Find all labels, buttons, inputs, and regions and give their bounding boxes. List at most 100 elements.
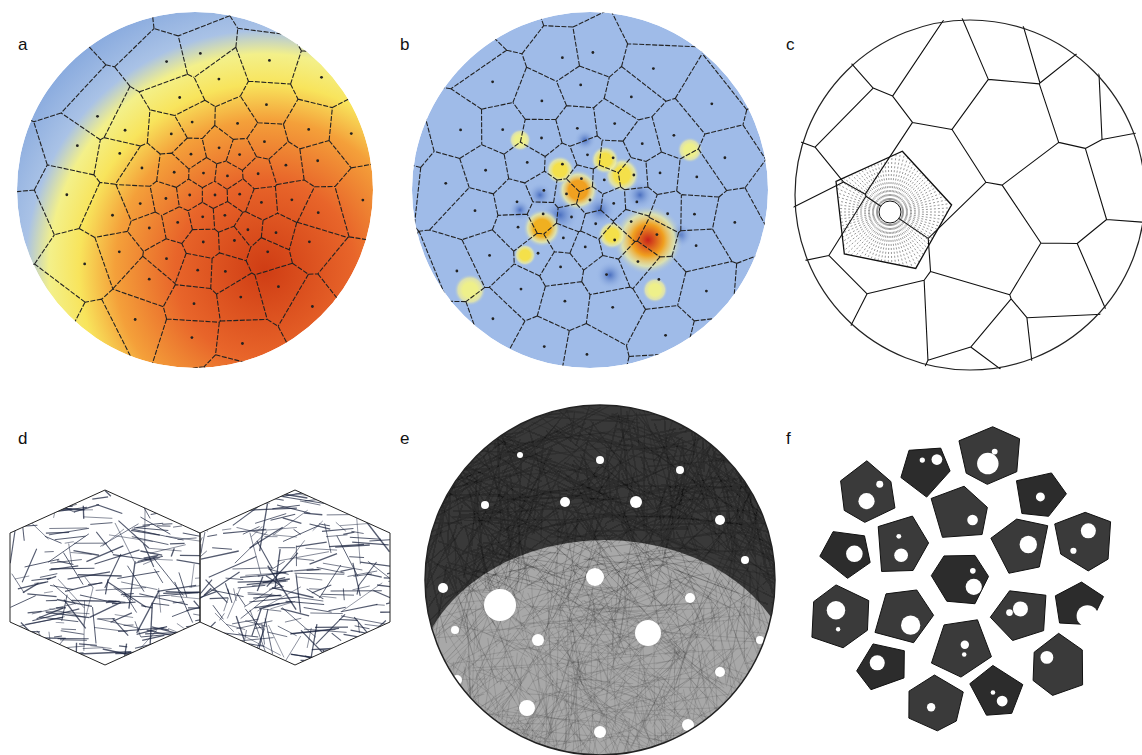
polyhedral-sphere bbox=[735, 0, 1142, 430]
site-dot bbox=[520, 288, 523, 291]
site-dot bbox=[723, 156, 726, 159]
site-dot bbox=[239, 296, 242, 299]
panel-letter: e bbox=[400, 430, 409, 447]
site-dot bbox=[265, 103, 268, 106]
hole bbox=[596, 456, 604, 464]
site-dot bbox=[238, 193, 241, 196]
site-dot bbox=[517, 226, 520, 229]
site-dot bbox=[672, 134, 675, 137]
site-dot bbox=[459, 129, 462, 132]
site-dot bbox=[559, 266, 562, 269]
site-dot bbox=[580, 177, 583, 180]
site-dot bbox=[224, 270, 227, 273]
hole bbox=[438, 583, 448, 593]
site-dot bbox=[635, 201, 638, 204]
site-dot bbox=[733, 221, 736, 224]
site-dot bbox=[191, 336, 194, 339]
site-dot bbox=[190, 153, 193, 156]
site-dot bbox=[202, 172, 205, 175]
hole bbox=[715, 515, 725, 525]
site-dot bbox=[579, 83, 582, 86]
site-dot bbox=[226, 175, 229, 178]
hole bbox=[715, 667, 725, 677]
site-dot bbox=[214, 194, 217, 197]
site-dot bbox=[118, 152, 121, 155]
fiber-sphere bbox=[300, 405, 892, 755]
hole bbox=[532, 634, 544, 646]
site-dot bbox=[474, 209, 477, 212]
site-dot bbox=[613, 239, 616, 242]
site-dot bbox=[165, 257, 168, 260]
site-dot bbox=[589, 199, 592, 202]
hole bbox=[484, 589, 516, 621]
site-dot bbox=[543, 345, 546, 348]
site-dot bbox=[148, 227, 151, 230]
site-dot bbox=[165, 197, 168, 200]
site-dot bbox=[537, 252, 540, 255]
site-dot bbox=[311, 305, 314, 308]
hexagonal-fiber-cell bbox=[0, 487, 245, 689]
voronoi-cells bbox=[0, 0, 433, 428]
site-dot bbox=[612, 156, 615, 159]
site-dot bbox=[176, 221, 179, 224]
site-dot bbox=[193, 302, 196, 305]
hole bbox=[519, 700, 535, 716]
site-dot bbox=[173, 171, 176, 174]
site-dot bbox=[613, 122, 616, 125]
site-dot bbox=[591, 51, 594, 54]
site-dot bbox=[260, 201, 263, 204]
site-dot bbox=[199, 52, 202, 55]
panel-letter: f bbox=[786, 430, 791, 447]
site-dot bbox=[540, 99, 543, 102]
site-dot bbox=[317, 211, 320, 214]
site-dot bbox=[693, 213, 696, 216]
panel-letter: a bbox=[18, 36, 27, 53]
hole bbox=[560, 497, 570, 507]
site-dot bbox=[148, 278, 151, 281]
site-dot bbox=[611, 306, 614, 309]
site-dot bbox=[612, 202, 615, 205]
site-dot bbox=[268, 59, 271, 62]
site-dot bbox=[652, 67, 655, 70]
site-dot bbox=[630, 95, 633, 98]
site-dot bbox=[540, 137, 543, 140]
hole bbox=[685, 593, 695, 603]
site-dot bbox=[501, 128, 504, 131]
site-dot bbox=[233, 239, 236, 242]
site-dot bbox=[455, 270, 458, 273]
voronoi-cells bbox=[352, 0, 828, 428]
hole bbox=[741, 556, 749, 564]
site-dot bbox=[257, 172, 260, 175]
site-dot bbox=[603, 178, 606, 181]
site-dot bbox=[630, 220, 633, 223]
site-dot bbox=[565, 193, 568, 196]
site-dot bbox=[196, 269, 199, 272]
site-dot bbox=[586, 153, 589, 156]
site-dot bbox=[695, 175, 698, 178]
site-dot bbox=[218, 146, 221, 149]
site-dot bbox=[705, 290, 708, 293]
site-dot bbox=[246, 228, 249, 231]
site-dot bbox=[561, 163, 564, 166]
site-dot bbox=[350, 132, 353, 135]
site-dot bbox=[241, 342, 244, 345]
site-dot bbox=[141, 167, 144, 170]
site-dot bbox=[76, 144, 79, 147]
hole bbox=[635, 620, 661, 646]
hole bbox=[586, 568, 604, 586]
site-dot bbox=[492, 317, 495, 320]
unfolded-pieces bbox=[812, 427, 1111, 731]
site-dot bbox=[96, 115, 99, 118]
site-dot bbox=[542, 189, 545, 192]
site-dot bbox=[266, 250, 269, 253]
site-dot bbox=[361, 199, 364, 202]
site-dot bbox=[263, 140, 266, 143]
voronoi-cells bbox=[735, 0, 1142, 430]
site-dot bbox=[666, 212, 669, 215]
site-dot bbox=[316, 159, 319, 162]
site-dot bbox=[444, 182, 447, 185]
site-dot bbox=[659, 172, 662, 175]
site-dot bbox=[562, 237, 565, 240]
site-dot bbox=[307, 128, 310, 131]
